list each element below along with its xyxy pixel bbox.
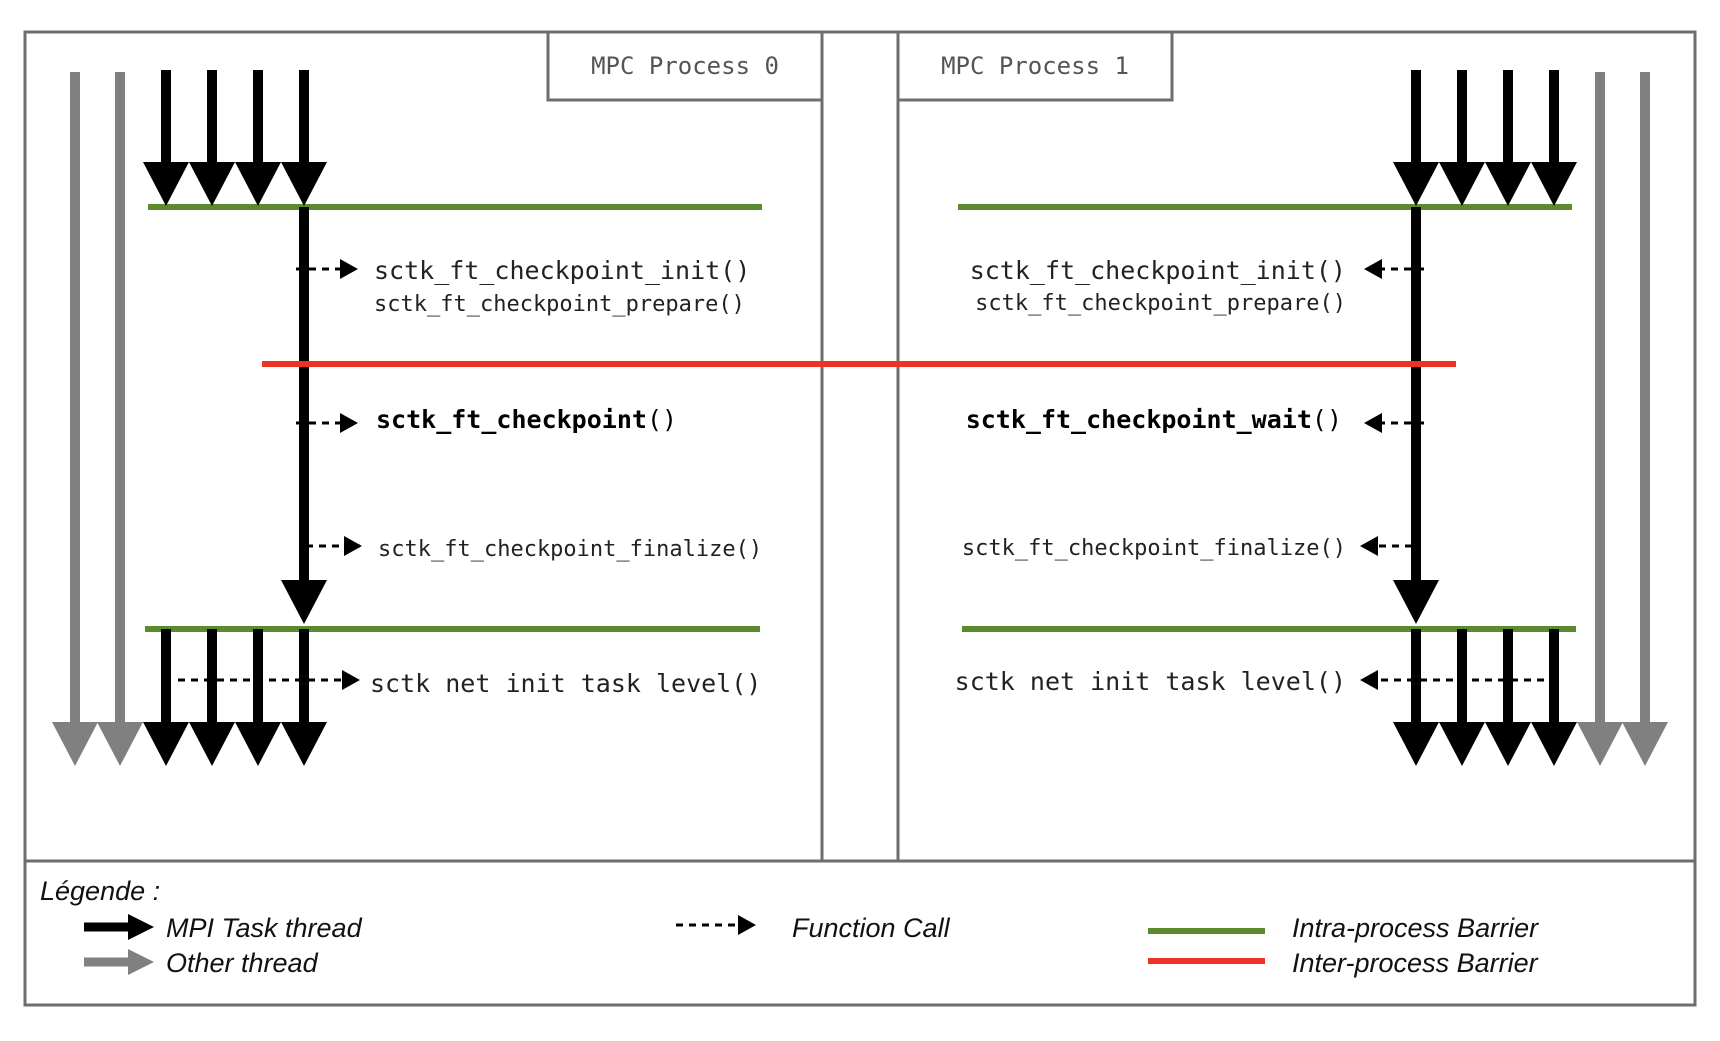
process1-mpi-threads-bottom <box>1393 629 1577 766</box>
legend-title: Légende : <box>40 876 160 906</box>
outer-frame <box>23 30 1697 1007</box>
process1-call-wait: sctk_ft_checkpoint_wait() <box>966 405 1342 434</box>
process1-title-box: MPC Process 1 <box>896 30 1174 102</box>
legend-function-call-label: Function Call <box>792 913 951 943</box>
process1-call-init: sctk_ft_checkpoint_init() <box>970 256 1346 285</box>
legend: Légende : MPI Task thread Other thread F… <box>40 876 1539 978</box>
process1-other-threads <box>1577 72 1668 766</box>
process0-mpi-threads-bottom <box>143 629 327 766</box>
process0-call-net-init: sctk net init task level() <box>370 669 761 698</box>
legend-mpi-task-thread-icon <box>84 914 154 940</box>
process0-title: MPC Process 0 <box>591 52 779 80</box>
process1-function-calls <box>1364 267 1544 682</box>
legend-other-thread-icon <box>84 949 154 975</box>
process0-call-prepare: sctk_ft_checkpoint_prepare() <box>374 292 745 317</box>
process1-call-net-init: sctk net init task level() <box>955 667 1346 696</box>
process0-call-finalize: sctk_ft_checkpoint_finalize() <box>378 537 762 562</box>
process1-call-prepare: sctk_ft_checkpoint_prepare() <box>975 291 1346 316</box>
process0-title-box: MPC Process 0 <box>546 30 824 102</box>
process0-call-checkpoint: sctk_ft_checkpoint() <box>376 405 677 434</box>
process0-function-calls <box>178 264 361 685</box>
process0-call-init: sctk_ft_checkpoint_init() <box>374 256 750 285</box>
process1-call-heads <box>1360 259 1382 690</box>
process1-mpi-main-thread <box>1393 207 1439 624</box>
process0-other-threads <box>52 72 143 766</box>
process1-title: MPC Process 1 <box>941 52 1129 80</box>
process0-mpi-threads-top <box>143 70 327 206</box>
process0-mpi-main-thread <box>281 207 327 624</box>
process1-mpi-threads-top <box>1393 70 1577 206</box>
legend-mpi-task-thread-label: MPI Task thread <box>166 913 363 943</box>
legend-inter-barrier-label: Inter-process Barrier <box>1292 948 1539 978</box>
legend-function-call-icon <box>676 915 756 935</box>
legend-intra-barrier-label: Intra-process Barrier <box>1292 913 1539 943</box>
process0-call-heads <box>340 259 362 690</box>
legend-other-thread-label: Other thread <box>166 948 319 978</box>
process1-call-finalize: sctk_ft_checkpoint_finalize() <box>962 536 1346 561</box>
